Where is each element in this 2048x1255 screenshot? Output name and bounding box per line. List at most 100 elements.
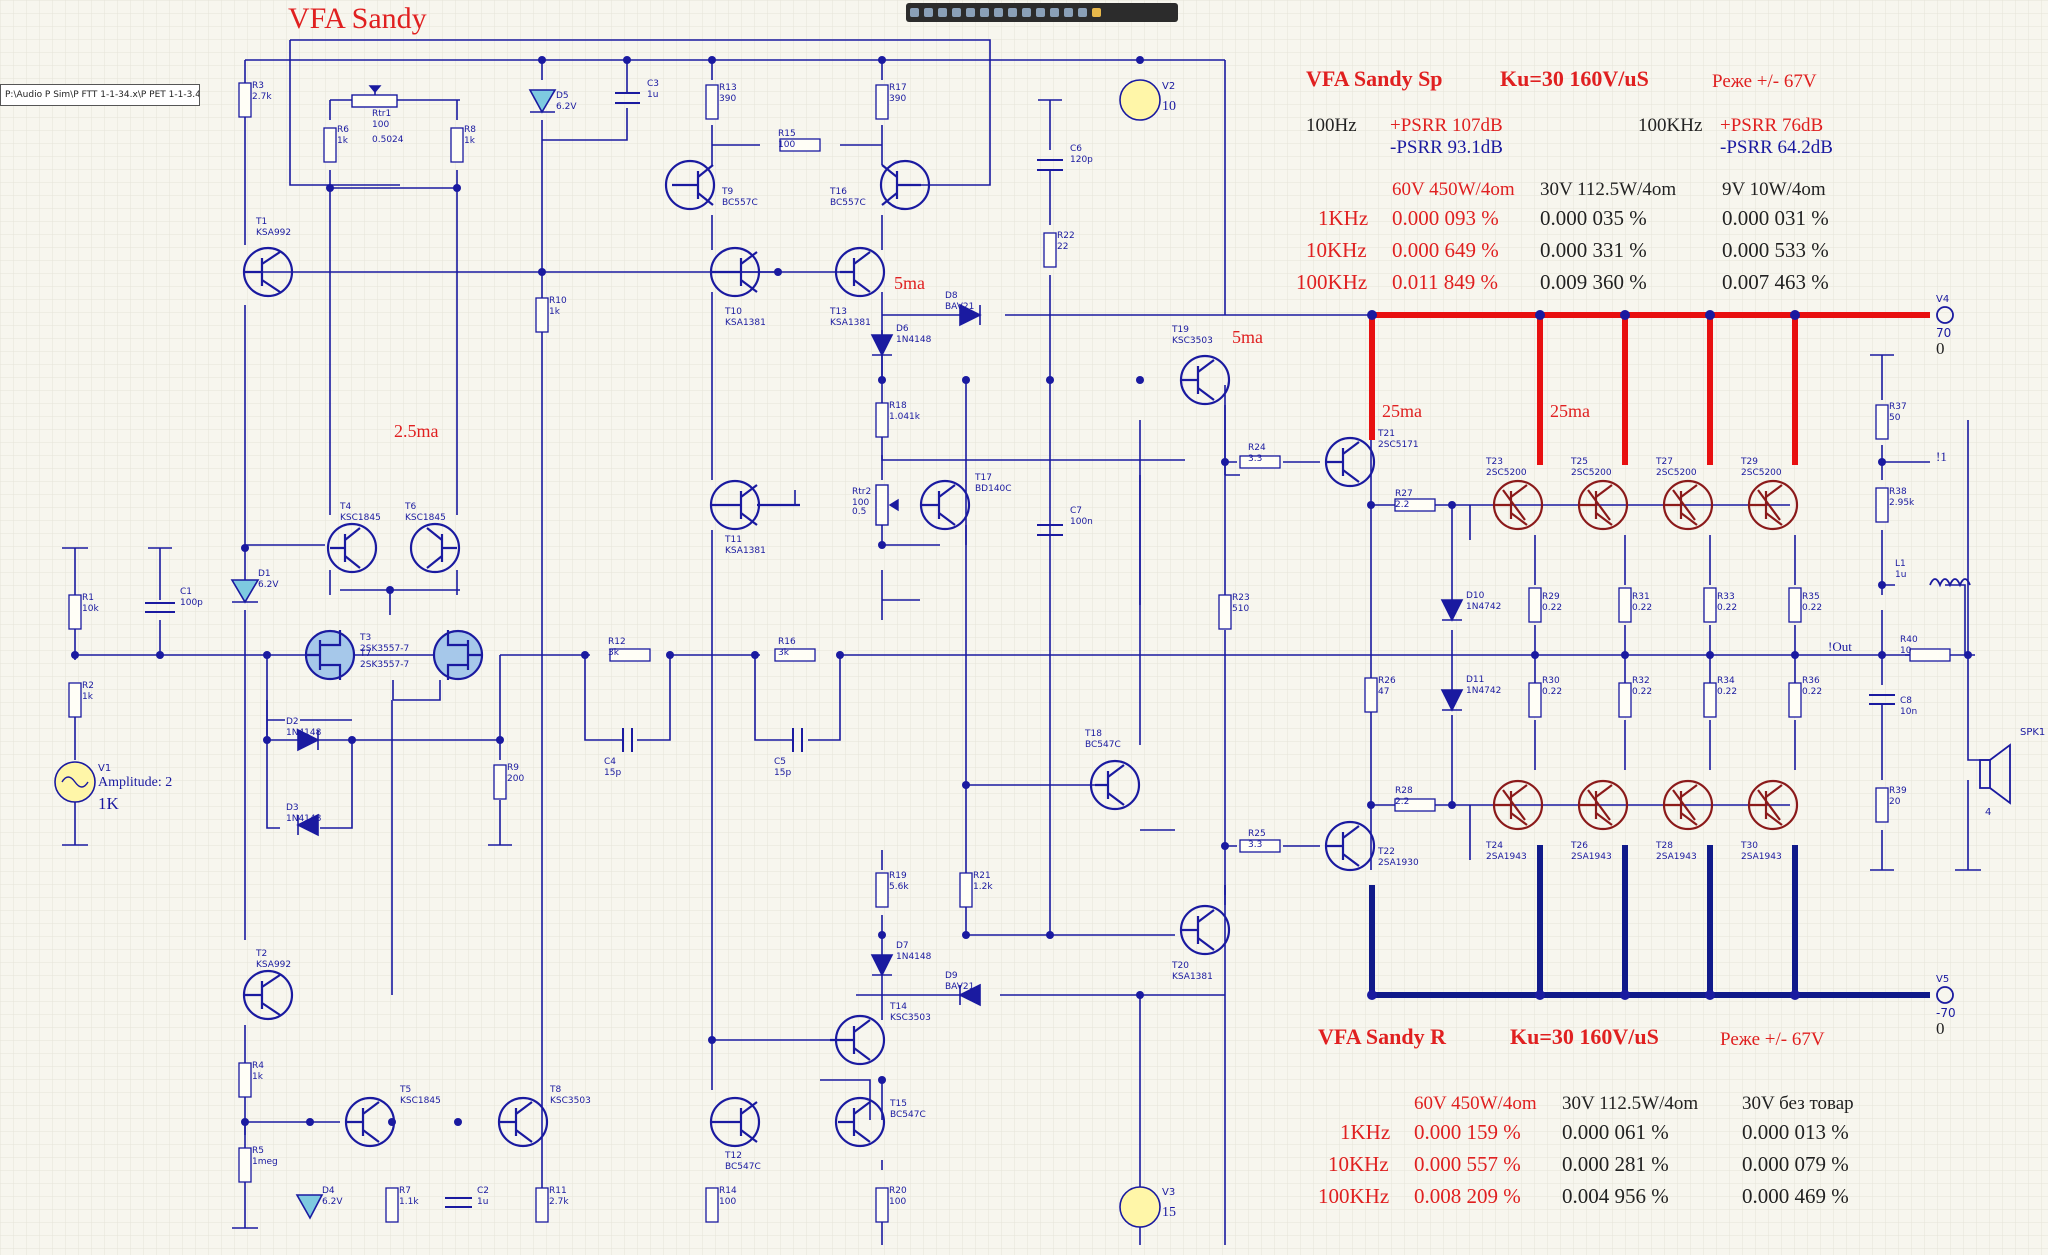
ref-t4: T4 bbox=[340, 502, 352, 512]
editor-toolbar[interactable] bbox=[906, 3, 1178, 22]
value-rtr2_pos: 0.5 bbox=[852, 507, 867, 517]
net-icon[interactable] bbox=[994, 8, 1003, 17]
value-r2: 1k bbox=[82, 692, 93, 702]
ref-t16: T16 bbox=[830, 187, 847, 197]
port-icon[interactable] bbox=[1036, 8, 1045, 17]
value-r30: 0.22 bbox=[1542, 687, 1563, 697]
value-r11: 2.7k bbox=[549, 1197, 569, 1207]
value-r37: 50 bbox=[1889, 413, 1901, 423]
rail-pos-ref: V4 bbox=[1936, 294, 1950, 305]
value-t9: BC557C bbox=[722, 198, 758, 208]
select-icon[interactable] bbox=[938, 8, 947, 17]
ref-r40: R40 bbox=[1900, 635, 1918, 645]
bottom-panel-mode: Реже +/- 67V bbox=[1720, 1029, 1825, 1050]
bottom-col-0: 60V 450W/4om bbox=[1414, 1093, 1537, 1114]
value-l1: 1u bbox=[1895, 570, 1907, 580]
output-power-transistors bbox=[1492, 479, 1799, 831]
align-icon[interactable] bbox=[952, 8, 961, 17]
bus-icon[interactable] bbox=[980, 8, 989, 17]
ref-r24: R24 bbox=[1248, 443, 1266, 453]
ref-d8: D8 bbox=[945, 291, 958, 301]
ref-d11: D11 bbox=[1466, 675, 1485, 685]
ref-c3: C3 bbox=[647, 79, 660, 89]
ref-r34: R34 bbox=[1717, 676, 1735, 686]
ref-r11: R11 bbox=[549, 1186, 567, 1196]
top-row-1-v1: 0.000 331 % bbox=[1540, 238, 1647, 262]
ref-c2: C2 bbox=[477, 1186, 490, 1196]
value-t18: BC547C bbox=[1085, 740, 1121, 750]
value-t30: 2SA1943 bbox=[1741, 852, 1782, 862]
document-tab[interactable]: P:\Audio P Sim\P FTT 1-1-34.x\P PET 1-1-… bbox=[0, 84, 200, 106]
bottom-row-1-v2: 0.000 079 % bbox=[1742, 1152, 1849, 1176]
power-icon[interactable] bbox=[1008, 8, 1017, 17]
bottom-row-1-freq: 10KHz bbox=[1328, 1152, 1389, 1176]
ref-r19: R19 bbox=[889, 871, 907, 881]
value-r8: 1k bbox=[464, 136, 475, 146]
value-t3: 2SK3557-7 bbox=[360, 644, 410, 654]
ref-t2: T2 bbox=[256, 949, 268, 959]
add-icon[interactable] bbox=[924, 8, 933, 17]
ref-r22: R22 bbox=[1057, 231, 1075, 241]
top-row-0-v2: 0.000 031 % bbox=[1722, 206, 1829, 230]
ref-r16: R16 bbox=[778, 637, 796, 647]
rail-neg-zero: 0 bbox=[1936, 1019, 1945, 1038]
bottom-row-2-v0: 0.008 209 % bbox=[1414, 1184, 1521, 1208]
ref-t15: T15 bbox=[890, 1099, 907, 1109]
value-c7: 100n bbox=[1070, 517, 1093, 527]
value-t27: 2SC5200 bbox=[1656, 468, 1697, 478]
value-r9: 200 bbox=[507, 774, 525, 784]
ref-r20: R20 bbox=[889, 1186, 907, 1196]
value-t22: 2SA1930 bbox=[1378, 858, 1419, 868]
ref-d10: D10 bbox=[1466, 591, 1485, 601]
ref-t23: T23 bbox=[1486, 457, 1503, 467]
value-r33: 0.22 bbox=[1717, 603, 1738, 613]
value-t13: KSA1381 bbox=[830, 318, 871, 328]
page-title: VFA Sandy bbox=[288, 2, 427, 35]
bottom-row-0-freq: 1KHz bbox=[1340, 1120, 1391, 1144]
value-t1: KSA992 bbox=[256, 228, 292, 238]
value-t2: KSA992 bbox=[256, 960, 292, 970]
ref-r13: R13 bbox=[719, 83, 737, 93]
ref-l1: L1 bbox=[1895, 559, 1906, 569]
ref-r35: R35 bbox=[1802, 592, 1820, 602]
part-icon[interactable] bbox=[1022, 8, 1031, 17]
positive-rail bbox=[1369, 312, 1930, 465]
top-row-0-v1: 0.000 035 % bbox=[1540, 206, 1647, 230]
value-c8: 10n bbox=[1900, 707, 1918, 717]
value-r39: 20 bbox=[1889, 797, 1901, 807]
v3-value: 15 bbox=[1162, 1205, 1176, 1220]
ref-t28: T28 bbox=[1656, 841, 1673, 851]
ref-c7: C7 bbox=[1070, 506, 1083, 516]
ref-r4: R4 bbox=[252, 1061, 264, 1071]
ref-r32: R32 bbox=[1632, 676, 1650, 686]
value-t24: 2SA1943 bbox=[1486, 852, 1527, 862]
value-t14: KSC3503 bbox=[890, 1013, 931, 1023]
rail-neg-ref: V5 bbox=[1936, 974, 1950, 985]
junctions bbox=[71, 56, 1972, 1126]
wire-icon[interactable] bbox=[966, 8, 975, 17]
ref-c4: C4 bbox=[604, 757, 617, 767]
ref-d5: D5 bbox=[556, 91, 569, 101]
ref-t6: T6 bbox=[405, 502, 417, 512]
ref-d1: D1 bbox=[258, 569, 271, 579]
text-icon[interactable] bbox=[1064, 8, 1073, 17]
ref-r26: R26 bbox=[1378, 676, 1396, 686]
value-r20: 100 bbox=[889, 1197, 907, 1207]
value-t26: 2SA1943 bbox=[1571, 852, 1612, 862]
ref-d7: D7 bbox=[896, 941, 909, 951]
psrr-100hz-neg: -PSRR 93.1dB bbox=[1390, 137, 1503, 158]
net-11-label: !1 bbox=[1936, 449, 1947, 464]
shape-icon[interactable] bbox=[1078, 8, 1087, 17]
highlight-icon[interactable] bbox=[1092, 8, 1101, 17]
ref-r27: R27 bbox=[1395, 489, 1413, 499]
ref-t5: T5 bbox=[400, 1085, 412, 1095]
value-r19: 5.6k bbox=[889, 882, 909, 892]
value-r12: 3k bbox=[608, 648, 619, 658]
filter-icon[interactable] bbox=[910, 8, 919, 17]
ref-t8: T8 bbox=[550, 1085, 562, 1095]
ref-r7: R7 bbox=[399, 1186, 411, 1196]
value-r22: 22 bbox=[1057, 242, 1069, 252]
directive-icon[interactable] bbox=[1050, 8, 1059, 17]
value-r27: 2.2 bbox=[1395, 500, 1410, 510]
